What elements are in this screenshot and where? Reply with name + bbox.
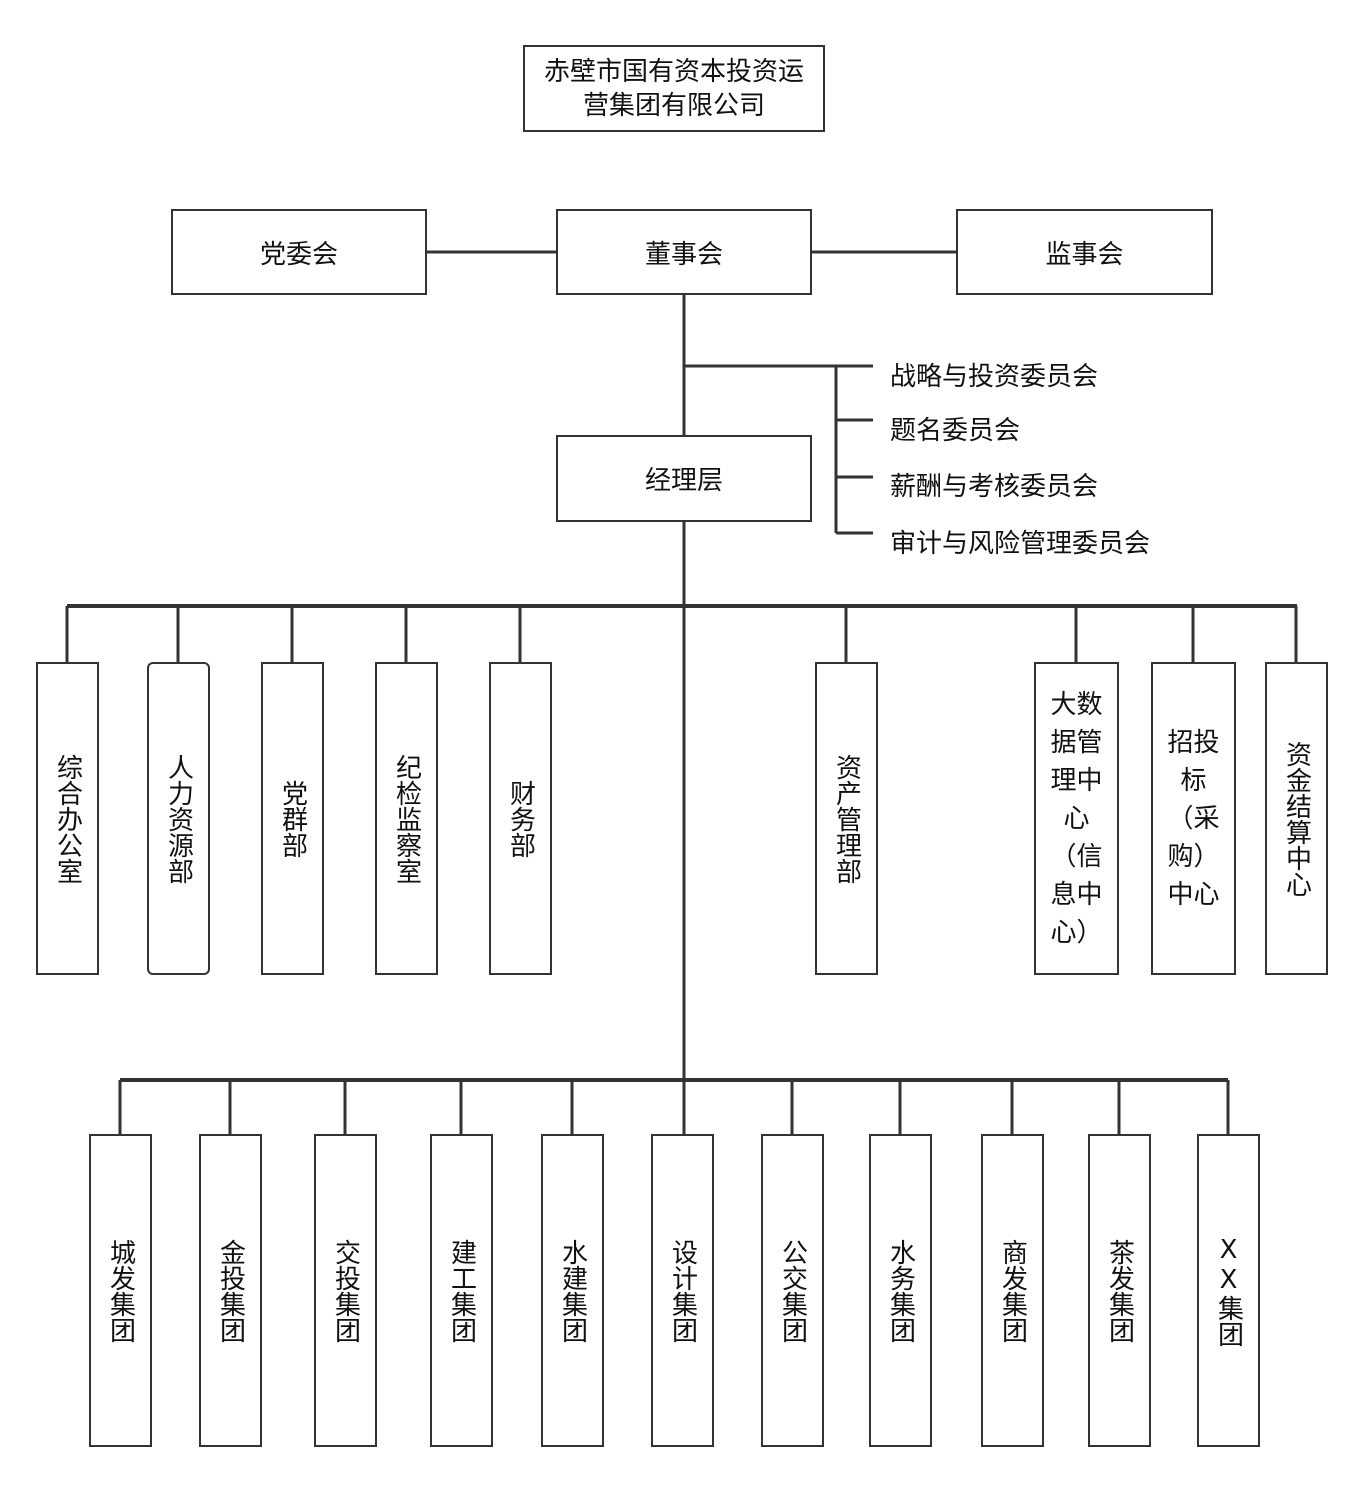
center-bigdata-line: 大数 <box>1050 689 1103 720</box>
group-construction: 建工集团 <box>430 1134 493 1447</box>
party-committee-box: 党委会 <box>171 209 427 295</box>
center-fund-settlement: 资金结算中心 <box>1265 662 1328 975</box>
board-of-directors-box: 董事会 <box>556 209 812 295</box>
group-tea: 茶发集团 <box>1088 1134 1151 1447</box>
dept-asset-management: 资产管理部 <box>815 662 878 975</box>
dept-discipline-inspection: 纪检监察室 <box>375 662 438 975</box>
group-public-transport: 公交集团 <box>761 1134 824 1447</box>
group-water-construction: 水建集团 <box>541 1134 604 1447</box>
dept-finance: 财务部 <box>489 662 552 975</box>
center-bidding-line: 中心 <box>1167 879 1220 910</box>
center-bigdata-line: 据管 <box>1050 727 1103 758</box>
center-bigdata-line: 理中 <box>1050 765 1103 796</box>
center-bidding: 招投 标 （采 购） 中心 <box>1151 662 1236 975</box>
center-bigdata: 大数 据管 理中 心 （信 息中 心） <box>1034 662 1119 975</box>
group-xx: XX集团 <box>1197 1134 1260 1447</box>
management-box: 经理层 <box>556 435 812 522</box>
group-urban-development: 城发集团 <box>89 1134 152 1447</box>
center-bigdata-line: （信 <box>1050 841 1103 872</box>
dept-human-resources: 人力资源部 <box>147 662 210 975</box>
center-bidding-line: （采 <box>1167 803 1220 834</box>
center-bigdata-line: 心） <box>1050 917 1103 948</box>
center-bigdata-line: 息中 <box>1050 879 1103 910</box>
center-bidding-line: 标 <box>1180 765 1207 796</box>
committee-remuneration: 薪酬与考核委员会 <box>890 472 1099 502</box>
group-financial-investment: 金投集团 <box>199 1134 262 1447</box>
company-title: 赤壁市国有资本投资运 营集团有限公司 <box>523 45 825 132</box>
committee-audit-risk: 审计与风险管理委员会 <box>890 529 1151 559</box>
center-bidding-line: 招投 <box>1167 727 1220 758</box>
center-bigdata-line: 心 <box>1063 803 1090 834</box>
group-commerce: 商发集团 <box>981 1134 1044 1447</box>
dept-party-affairs: 党群部 <box>261 662 324 975</box>
center-bidding-line: 购） <box>1167 841 1220 872</box>
committee-strategy: 战略与投资委员会 <box>890 362 1099 392</box>
supervisory-board-box: 监事会 <box>956 209 1213 295</box>
group-design: 设计集团 <box>651 1134 714 1447</box>
dept-general-office: 综合办公室 <box>36 662 99 975</box>
group-transport-investment: 交投集团 <box>314 1134 377 1447</box>
group-water-affairs: 水务集团 <box>869 1134 932 1447</box>
committee-nomination: 题名委员会 <box>890 416 1021 446</box>
